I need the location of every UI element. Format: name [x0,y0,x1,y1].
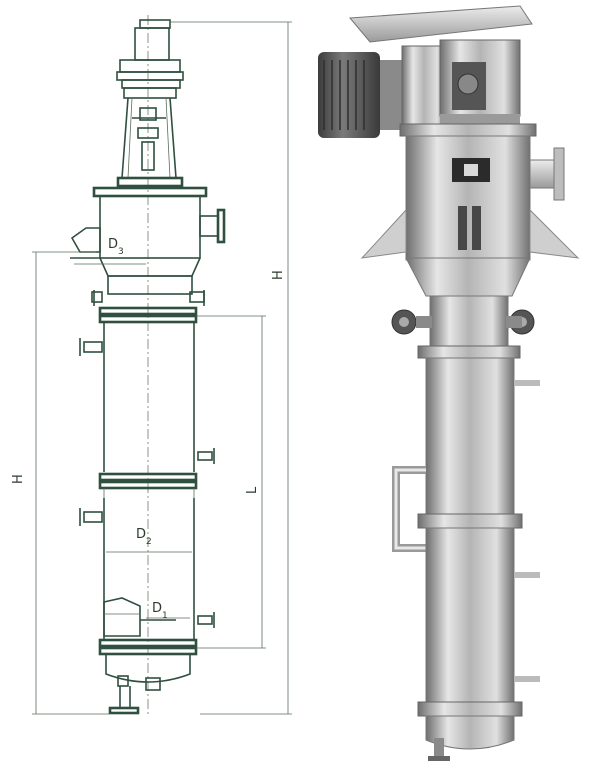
bottom-head [417,701,523,761]
top-mounting-plate [348,5,533,43]
label-H-left: H [11,474,26,484]
lower-tube-drawing [103,498,195,640]
drive-frame-drawing [116,97,184,188]
label-D3: D [108,237,118,252]
label-H: H [271,270,286,280]
motor [318,45,447,138]
neck-with-valves [391,295,535,359]
label-D2-subscript: 2 [146,537,152,547]
drive-housing [439,39,521,126]
equipment-render [318,5,580,761]
upper-tube-drawing [98,306,198,472]
lower-column [425,527,540,705]
technical-drawing: H H L D 3 D 2 D 1 [11,15,292,715]
separator-shell-drawing [70,186,226,295]
nozzles-drawing [79,290,215,628]
middle-flange [417,513,523,529]
upper-column [392,357,540,552]
label-D1-subscript: 1 [162,611,168,621]
motor-drawing [116,19,184,99]
label-L: L [245,486,260,494]
separator-head [360,123,580,297]
label-D1: D [152,601,162,616]
middle-flange-drawing [98,472,198,498]
label-D2: D [136,527,146,542]
bottom-head-drawing [98,638,198,715]
dimension-lines [32,21,292,715]
label-D3-subscript: 3 [118,247,124,257]
